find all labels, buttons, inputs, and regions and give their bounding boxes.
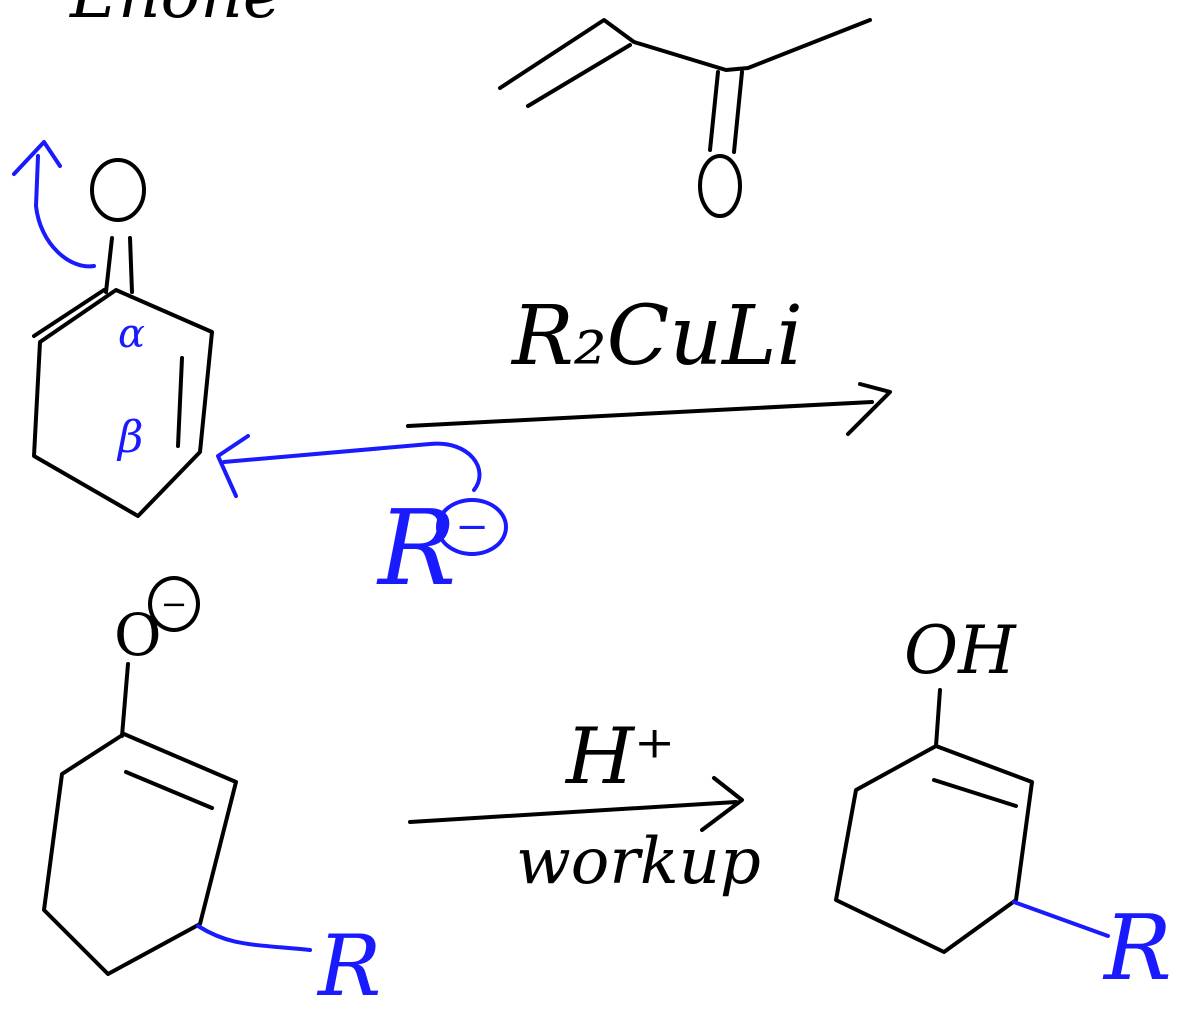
- mvk-carbonyl-right: [732, 70, 744, 154]
- mvk-skeleton: [498, 18, 872, 90]
- enol-hydroxyl-label: OH: [904, 612, 1016, 689]
- enol-ring: [834, 744, 1034, 954]
- step2-arrow-shaft: [408, 800, 738, 824]
- alpha-label: α: [118, 311, 146, 357]
- enone-carbonyl-right: [128, 236, 134, 294]
- enolate-ring: [42, 732, 238, 976]
- step2-arrow-head: [700, 776, 744, 832]
- enolate-bond: [120, 662, 130, 738]
- enone-ring-stub: [32, 288, 106, 338]
- enolate-r-label: R: [318, 917, 382, 1015]
- step1-arrow-shaft: [406, 400, 874, 428]
- step2-reagent-top: H⁺: [566, 712, 676, 802]
- enone-top-oxygen-label: O: [101, 174, 102, 175]
- carbonyl-curved-arrow: [34, 154, 96, 269]
- step1-arrow-head: [846, 382, 892, 436]
- enone-alkene-inner: [176, 356, 184, 448]
- nucleophile-curved-arrow-head: [216, 434, 250, 498]
- step2-reagent-bottom: workup: [516, 825, 761, 899]
- carbonyl-curved-arrow-head: [12, 140, 62, 176]
- enolate-charge: −: [148, 576, 200, 632]
- enolate-r-bond: [196, 924, 312, 952]
- beta-label: β: [118, 412, 144, 463]
- mvk-oxygen-ring: [698, 154, 742, 218]
- enone-oxygen-ring: [90, 158, 146, 222]
- nucleophile-charge: −: [436, 498, 508, 556]
- enone-ring: [32, 288, 214, 518]
- ketone-oxygen-label: O: [710, 170, 711, 171]
- enol-alkene-inner: [932, 778, 1018, 808]
- enol-bond: [934, 688, 942, 748]
- nucleophile-curved-arrow: [222, 441, 482, 492]
- enone-carbonyl-left: [104, 236, 114, 294]
- enol-r-bond: [1012, 900, 1110, 938]
- mvk-carbonyl-left: [708, 70, 720, 152]
- top-partial-text: Enone: [70, 0, 282, 28]
- enolate-alkene-inner: [124, 770, 214, 810]
- step1-reagent: R₂CuLi: [512, 289, 803, 384]
- enol-r-label: R: [1104, 896, 1172, 1001]
- mvk-double-bond: [526, 43, 632, 108]
